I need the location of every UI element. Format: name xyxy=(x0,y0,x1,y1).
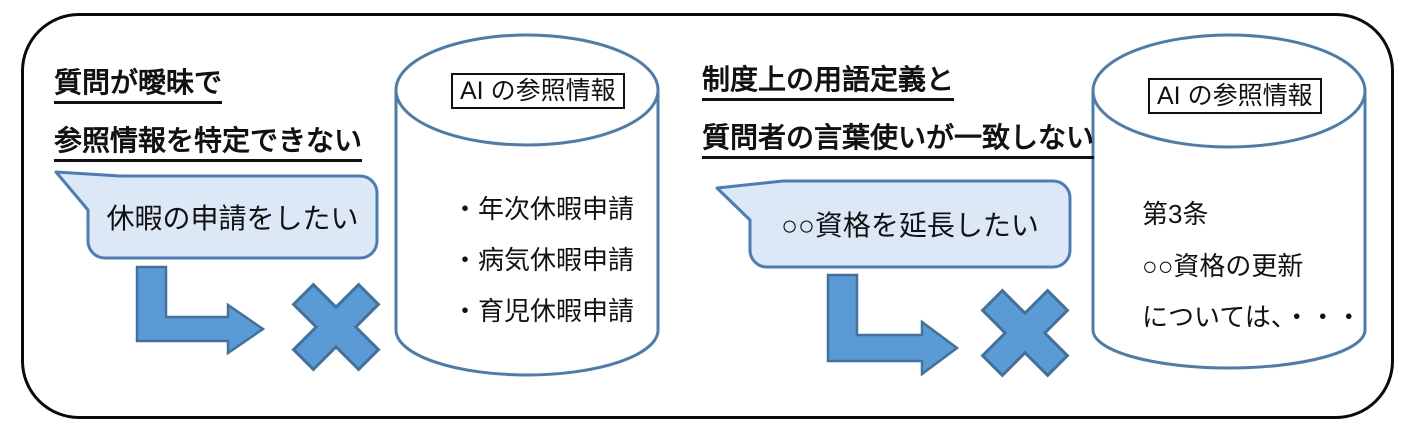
db-cylinder-right-top xyxy=(1091,33,1367,149)
cross-mark-left xyxy=(291,282,381,372)
db-line-right-3: については、・・・ xyxy=(1142,302,1362,332)
db-cylinder-right-body xyxy=(1091,89,1367,370)
db-line-left-2: ・病気休暇申請 xyxy=(452,245,635,275)
elbow-arrow-right xyxy=(826,273,960,377)
section-left-heading-line2: 参照情報を特定できない xyxy=(54,126,363,162)
db-line-left-1: ・年次休暇申請 xyxy=(452,194,635,224)
outer-frame xyxy=(21,13,1394,419)
db-label-left: AI の参照情報 xyxy=(451,73,625,109)
db-line-right-1: 第3条 xyxy=(1142,199,1209,229)
db-cylinder-right xyxy=(1091,33,1367,370)
section-right-heading-line1: 制度上の用語定義と xyxy=(702,65,955,101)
db-cylinder-left-top xyxy=(394,33,660,147)
section-right-heading-line2: 質問者の言葉使いが一致しない xyxy=(702,123,1095,159)
cross-mark-right xyxy=(980,288,1070,378)
speech-bubble-left-text: 休暇の申請をしたい xyxy=(106,202,359,234)
section-left-heading-line1: 質問が曖昧で xyxy=(54,68,223,104)
db-label-right: AI の参照情報 xyxy=(1148,78,1322,114)
speech-bubble-right-text: ○○資格を延長したい xyxy=(781,210,1039,241)
speech-bubble-right xyxy=(715,179,1072,269)
db-cylinder-left-body xyxy=(394,88,660,377)
db-line-left-3: ・育児休暇申請 xyxy=(452,296,635,326)
elbow-arrow-left xyxy=(135,265,266,356)
db-cylinder-left xyxy=(394,33,660,377)
speech-bubble-left xyxy=(54,170,379,260)
db-line-right-2: ○○資格の更新 xyxy=(1142,251,1304,281)
